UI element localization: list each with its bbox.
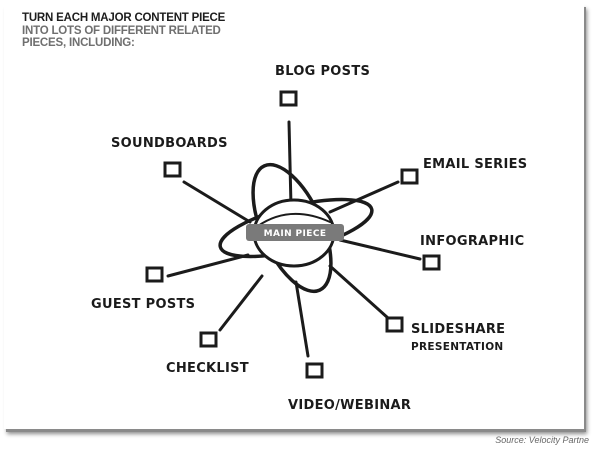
guest-posts-box (147, 268, 162, 281)
spoke-video-webinar (296, 282, 308, 356)
soundboards-label: SOUNDBOARDS (111, 136, 228, 151)
spoke-soundboards (184, 182, 250, 222)
video-webinar-label: VIDEO/WEBINAR (288, 398, 411, 413)
source-credit: Source: Velocity Partne (495, 435, 589, 445)
infographic-box (424, 256, 439, 269)
spoke-checklist (220, 276, 262, 330)
spoke-guest-posts (168, 255, 248, 276)
slideshare-label-line2: PRESENTATION (411, 341, 504, 353)
spoke-slideshare (330, 266, 388, 318)
email-series-box (402, 170, 417, 183)
soundboards-box (165, 163, 180, 176)
checklist-label: CHECKLIST (166, 361, 249, 376)
video-webinar-box (307, 364, 322, 377)
blog-posts-label: BLOG POSTS (275, 64, 370, 79)
main-piece-label: MAIN PIECE (264, 229, 327, 239)
slideshare-label-line1: SLIDESHARE (411, 322, 505, 337)
spoke-email-series (330, 182, 398, 212)
slideshare-box (387, 318, 402, 331)
email-series-label: EMAIL SERIES (423, 157, 527, 172)
checklist-box (201, 333, 216, 346)
blog-posts-box (281, 92, 296, 105)
infographic-label: INFOGRAPHIC (420, 234, 524, 249)
guest-posts-label: GUEST POSTS (91, 297, 195, 312)
spoke-blog-posts (289, 122, 291, 206)
spoke-infographic (340, 240, 420, 259)
